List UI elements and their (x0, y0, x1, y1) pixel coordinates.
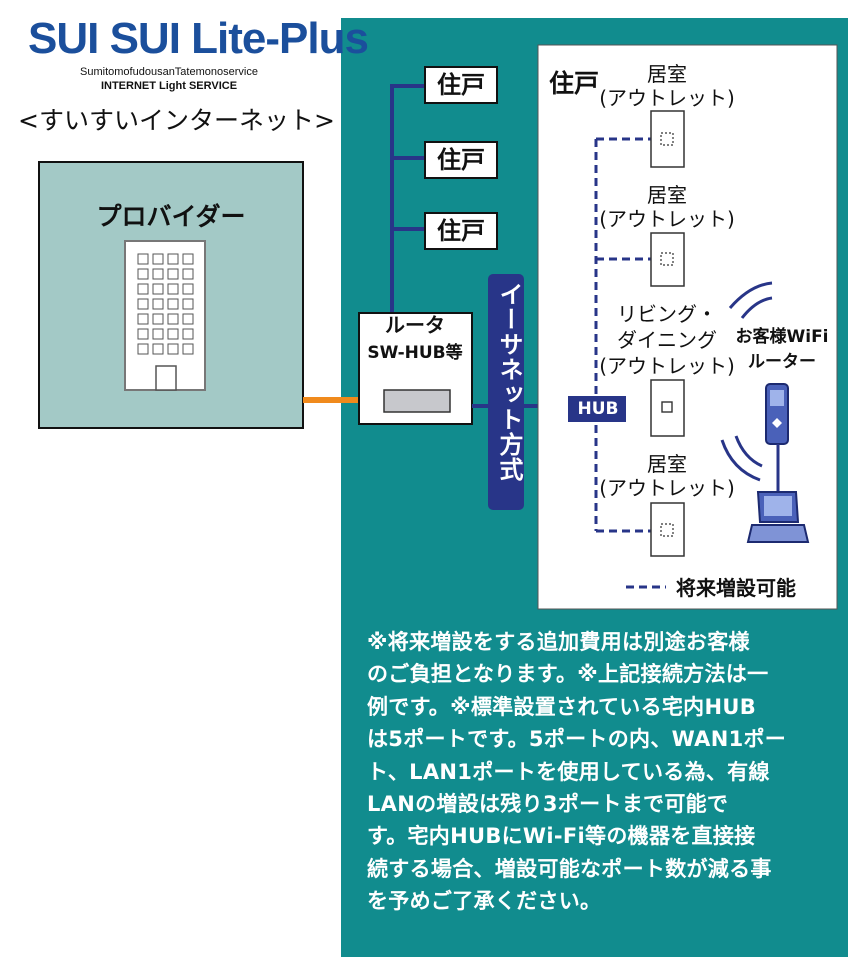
building-window (137, 328, 149, 340)
building-window (182, 313, 194, 325)
note-line: のご負担となります。※上記接続方法は一 (367, 662, 769, 687)
building-window (152, 313, 164, 325)
ethernet-box (488, 274, 524, 510)
router-model-label: SW-HUB等 (367, 343, 463, 363)
note-line: 例です。※標準設置されている宅内HUB (367, 694, 757, 719)
building-window (167, 343, 179, 355)
room-label: ダイニング (617, 328, 717, 352)
outlet-icon (650, 379, 685, 437)
wifi-router-label: お客様WiFi (735, 327, 829, 347)
future-expansion-lines (594, 137, 666, 589)
note-line: す。宅内HUBにWi-Fi等の機器を直接接 (367, 824, 756, 849)
building-window (137, 253, 149, 265)
building-window (152, 268, 164, 280)
router-label: ルータ (385, 313, 445, 337)
notes: ※将来増設をする追加費用は別途お客様 のご負担となります。※上記接続方法は一 例… (367, 626, 842, 918)
building-window (137, 313, 149, 325)
building-window (182, 298, 194, 310)
building-window (152, 343, 164, 355)
ethernet-label: イーサネット方式 (495, 282, 523, 482)
wifi-router-icon (765, 383, 789, 445)
outlet-icon (650, 110, 685, 168)
building-window (167, 328, 179, 340)
note-line: を予めご了承ください。 (367, 889, 602, 914)
dwelling-label: 住戸 (424, 212, 498, 250)
legend-label: 将来増設可能 (676, 576, 796, 600)
dwelling-detail-title: 住戸 (549, 69, 600, 98)
laptop-icon (746, 444, 810, 543)
hub-label: HUB (577, 399, 619, 419)
outlet-icon (650, 502, 685, 557)
wireless-signal-icon (720, 281, 773, 482)
building-window (182, 343, 194, 355)
router-device (383, 389, 451, 413)
building-window (167, 283, 179, 295)
hub-box (568, 396, 626, 422)
wifi-router-label: ルーター (748, 352, 816, 372)
dwelling-tree (390, 84, 424, 313)
building-window (152, 298, 164, 310)
building-window (167, 298, 179, 310)
outlet-label: (アウトレット) (599, 207, 735, 231)
building-window (137, 268, 149, 280)
provider-label: プロバイダー (96, 202, 246, 231)
room-label: リビング・ (617, 302, 717, 326)
logo-tagline: INTERNET Light SERVICE (100, 80, 238, 92)
service-name: <すいすいインターネット> (18, 106, 335, 135)
note-line: LANの増設は残り3ポートまで可能で (367, 792, 729, 817)
dwelling-label: 住戸 (424, 141, 498, 179)
room-label: 居室 (647, 183, 687, 207)
building-window (152, 253, 164, 265)
building-window (137, 343, 149, 355)
outlet-icon (650, 232, 685, 287)
building-window (182, 268, 194, 280)
building-window (167, 268, 179, 280)
logo-company: SumitomofudousanTatemonoservice (80, 66, 258, 78)
building-window (182, 253, 194, 265)
room-label: 居室 (647, 62, 687, 86)
building-window (152, 283, 164, 295)
building-icon (124, 240, 206, 391)
building-window (182, 328, 194, 340)
building-window (167, 253, 179, 265)
outlet-label: (アウトレット) (599, 476, 735, 500)
building-window (137, 283, 149, 295)
note-line: は5ポートです。5ポートの内、WAN1ポー (367, 727, 787, 752)
building-window (182, 283, 194, 295)
note-line: ※将来増設をする追加費用は別途お客様 (367, 630, 750, 654)
building-window (152, 328, 164, 340)
note-line: 続する場合、増設可能なポート数が減る事 (367, 856, 772, 881)
dwelling-label: 住戸 (424, 66, 498, 104)
building-window (137, 298, 149, 310)
outlet-label: (アウトレット) (599, 86, 735, 110)
room-label: 居室 (647, 452, 687, 476)
outlet-label: (アウトレット) (599, 354, 735, 378)
building-window (167, 313, 179, 325)
note-line: ト、LAN1ポートを使用している為、有線 (367, 759, 770, 784)
logo-brand: SUI SUI Lite-Plus (28, 14, 369, 63)
